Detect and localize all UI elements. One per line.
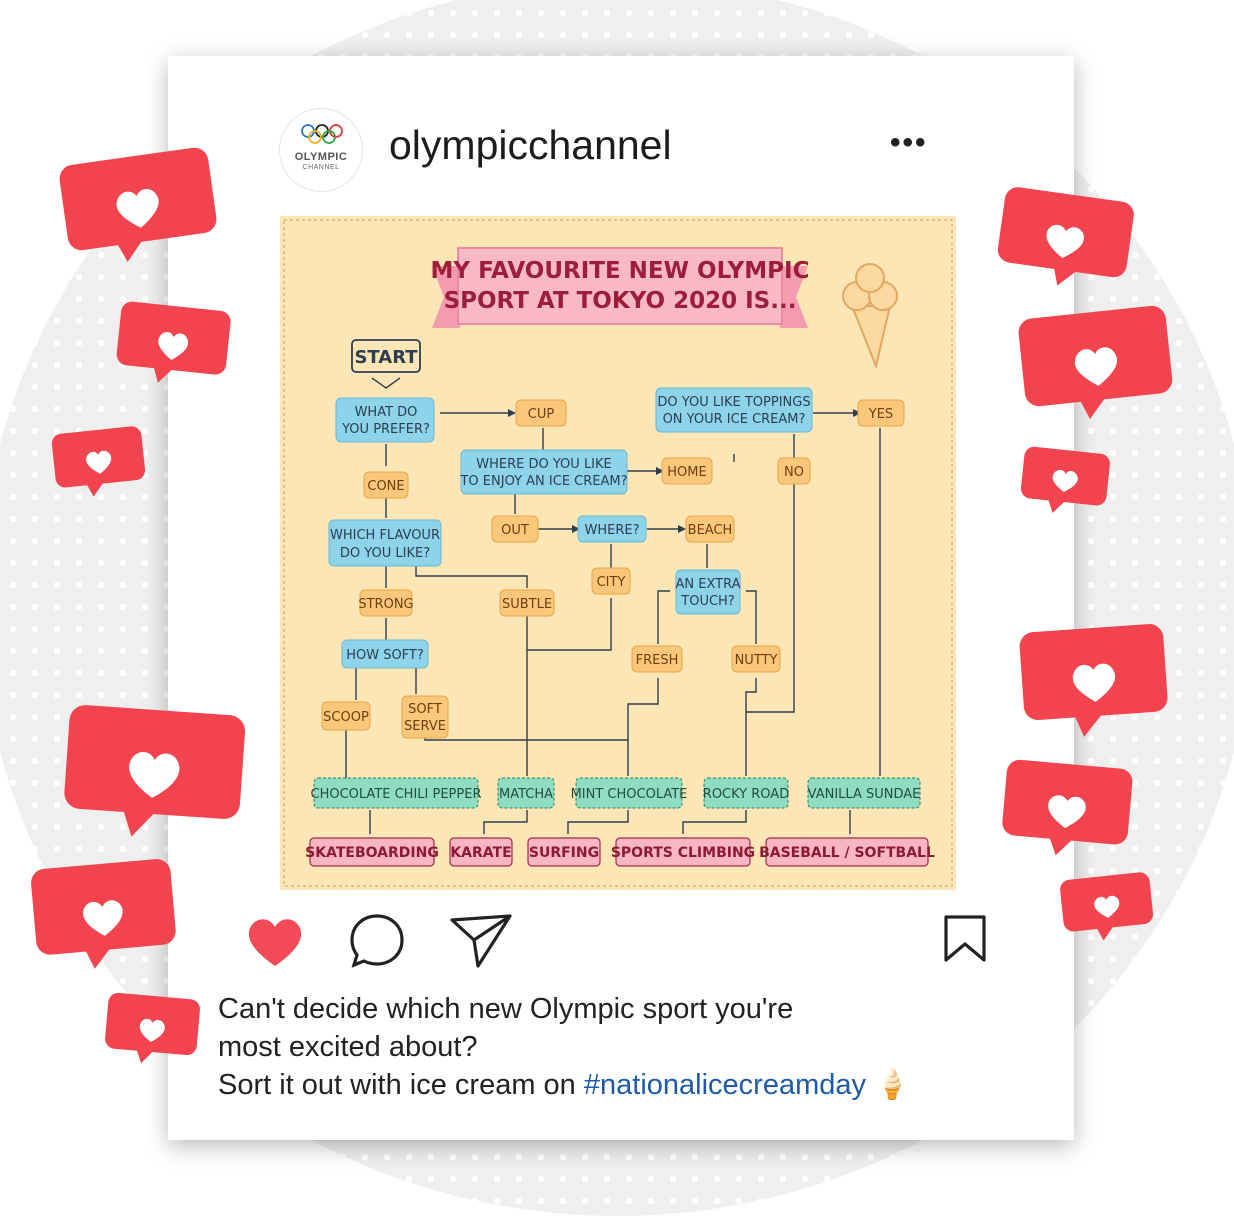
answer-cone: CONE <box>367 479 404 494</box>
caption-line-2: most excited about? <box>218 1031 478 1063</box>
question-how-soft: HOW SOFT? <box>346 648 424 663</box>
comment-icon[interactable] <box>348 912 406 970</box>
answer-out: OUT <box>501 523 529 538</box>
ice-cream-cone-icon <box>842 263 898 370</box>
answer-scoop: SCOOP <box>323 710 369 725</box>
heart-bubble-icon <box>1060 872 1154 941</box>
caption-line-3: Sort it out with ice cream on #nationali… <box>218 1066 1058 1104</box>
sport-baseball: BASEBALL / SOFTBALL <box>759 845 935 861</box>
answer-soft-line1: SOFT <box>408 702 442 717</box>
banner-line-2: SPORT AT TOKYO 2020 IS... <box>444 288 797 314</box>
avatar-subtext: CHANNEL <box>302 164 340 171</box>
flavour-rocky: ROCKY ROAD <box>703 787 789 802</box>
question-flavour-line2: DO YOU LIKE? <box>340 546 430 561</box>
answer-no: NO <box>784 465 804 480</box>
sport-skateboarding: SKATEBOARDING <box>305 845 439 861</box>
question-where-enjoy-line2: TO ENJOY AN ICE CREAM? <box>459 474 627 489</box>
avatar[interactable]: OLYMPIC CHANNEL <box>279 108 363 192</box>
start-node: START <box>351 339 421 373</box>
more-options-icon[interactable]: ••• <box>890 126 928 159</box>
question-where-enjoy-line1: WHERE DO YOU LIKE <box>476 457 612 472</box>
question-what-do-line1: WHAT DO <box>355 405 418 420</box>
answer-beach: BEACH <box>688 523 733 538</box>
answer-subtle: SUBTLE <box>502 597 552 612</box>
flavour-matcha: MATCHA <box>499 787 553 802</box>
flavour-texts: CHOCOLATE CHILI PEPPER MATCHA MINT CHOCO… <box>311 787 921 802</box>
post-caption: Can't decide which new Olympic sport you… <box>218 990 1058 1104</box>
post-username[interactable]: olympicchannel <box>389 122 672 168</box>
heart-bubble-icon <box>1019 624 1168 737</box>
post-image: MY FAVOURITE NEW OLYMPIC SPORT AT TOKYO … <box>280 216 956 890</box>
question-where: WHERE? <box>585 523 640 538</box>
sport-surfing: SURFING <box>529 845 599 861</box>
heart-bubble-icon <box>51 426 146 497</box>
banner-line-1: MY FAVOURITE NEW OLYMPIC <box>431 258 810 284</box>
sport-boxes <box>309 837 929 867</box>
heart-bubble-icon <box>997 187 1134 286</box>
question-extra-touch-line1: AN EXTRA <box>676 577 741 592</box>
answer-city: CITY <box>597 575 626 590</box>
heart-bubble-icon <box>1020 446 1110 513</box>
ice-cream-emoji: 🍦 <box>874 1069 911 1101</box>
answer-fresh: FRESH <box>636 653 679 668</box>
olympic-rings-icon <box>301 124 343 144</box>
question-toppings-line1: DO YOU LIKE TOPPINGS <box>657 395 810 410</box>
question-boxes <box>328 387 813 669</box>
answer-texts: CUP CONE STRONG SUBTLE SCOOP SOFT SERVE … <box>323 407 893 734</box>
caption-line-3-text: Sort it out with ice cream on <box>218 1069 584 1101</box>
flavour-chili: CHOCOLATE CHILI PEPPER <box>311 787 482 802</box>
bookmark-icon[interactable] <box>942 914 988 964</box>
flavour-vanilla: VANILLA SUNDAE <box>808 787 921 802</box>
flavour-mint: MINT CHOCOLATE <box>571 787 688 802</box>
heart-bubble-icon <box>116 301 231 383</box>
heart-bubble-icon <box>59 147 217 262</box>
send-icon[interactable] <box>448 912 514 970</box>
question-texts: WHAT DO YOU PREFER? WHICH FLAVOUR DO YOU… <box>330 395 811 663</box>
question-toppings-line2: ON YOUR ICE CREAM? <box>663 412 806 427</box>
answer-boxes <box>321 399 905 739</box>
flowchart-infographic: MY FAVOURITE NEW OLYMPIC SPORT AT TOKYO … <box>283 219 953 887</box>
sport-climbing: SPORTS CLIMBING <box>611 845 755 861</box>
dotted-border <box>283 219 953 887</box>
sport-karate: KARATE <box>450 845 511 861</box>
answer-yes: YES <box>868 407 893 422</box>
question-extra-touch-line2: TOUCH? <box>680 594 734 609</box>
arrowheads <box>508 409 861 533</box>
title-banner: MY FAVOURITE NEW OLYMPIC SPORT AT TOKYO … <box>431 247 810 328</box>
heart-bubble-icon <box>1002 759 1133 856</box>
flow-connectors <box>345 377 881 834</box>
heart-bubble-icon <box>1018 305 1173 419</box>
sport-texts: SKATEBOARDING KARATE SURFING SPORTS CLIM… <box>305 845 935 861</box>
answer-strong: STRONG <box>358 597 413 612</box>
heart-bubble-icon <box>105 992 200 1064</box>
answer-soft-line2: SERVE <box>404 719 446 734</box>
hashtag-link[interactable]: #nationalicecreamday <box>583 1069 866 1101</box>
heart-bubble-icon <box>64 705 246 837</box>
answer-home: HOME <box>667 465 706 480</box>
question-what-do-line2: YOU PREFER? <box>341 422 430 437</box>
svg-text:START: START <box>354 347 418 368</box>
answer-cup: CUP <box>528 407 555 422</box>
answer-nutty: NUTTY <box>735 653 778 668</box>
like-heart-icon[interactable] <box>244 914 306 970</box>
caption-line-1: Can't decide which new Olympic sport you… <box>218 993 794 1025</box>
flavour-boxes <box>313 777 921 809</box>
question-flavour-line1: WHICH FLAVOUR <box>330 528 440 543</box>
heart-bubble-icon <box>31 859 176 969</box>
avatar-text: OLYMPIC <box>294 151 348 163</box>
